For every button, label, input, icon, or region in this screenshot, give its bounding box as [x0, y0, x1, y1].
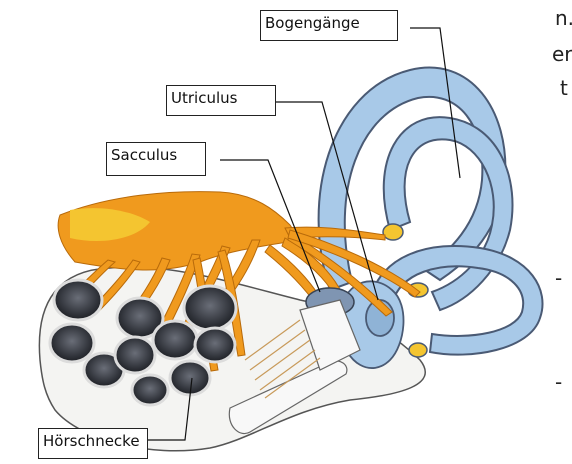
- label-sacculus: Sacculus: [106, 142, 206, 176]
- label-utriculus: Utriculus: [166, 85, 276, 116]
- label-bogengaenge: Bogengänge: [260, 10, 398, 41]
- label-hoerschnecke: Hörschnecke: [38, 428, 148, 459]
